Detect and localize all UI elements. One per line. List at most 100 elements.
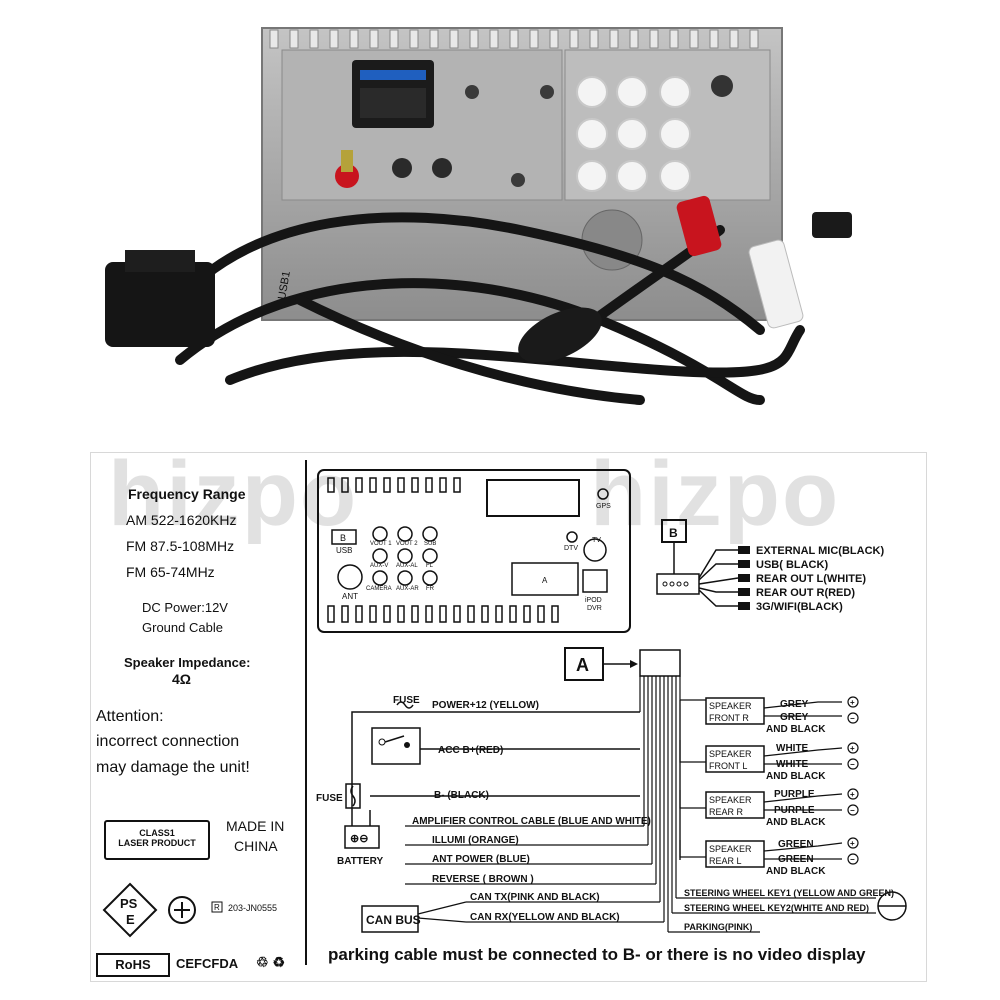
rca-sockets xyxy=(576,76,691,192)
svg-text:PURPLE: PURPLE xyxy=(774,805,815,816)
dc-power: DC Power:12V xyxy=(142,600,228,615)
wiring-diagram-sheet xyxy=(90,452,927,982)
svg-text:+: + xyxy=(850,698,855,707)
svg-text:FUSE: FUSE xyxy=(316,793,343,804)
attention-line-2: incorrect connection xyxy=(96,733,240,750)
parking-label: PARKING(PINK) xyxy=(684,922,752,932)
svg-text:VOUT 2: VOUT 2 xyxy=(396,541,418,547)
registered-r-icon xyxy=(211,901,223,913)
back-panel-outline xyxy=(317,469,631,633)
svg-text:SPEAKER: SPEAKER xyxy=(709,844,752,854)
rohs-badge: RoHS xyxy=(96,953,170,977)
illumi-label: ILLUMI (ORANGE) xyxy=(432,835,519,846)
svg-text:FR: FR xyxy=(426,586,435,592)
made-in-line-1: MADE IN xyxy=(226,818,285,834)
svg-text:203-JN0555: 203-JN0555 xyxy=(228,903,277,913)
attention-label: Attention: xyxy=(96,708,164,725)
amp-control-label: AMPLIFIER CONTROL CABLE (BLUE AND WHITE) xyxy=(412,816,651,827)
svg-text:GREEN: GREEN xyxy=(778,854,814,865)
acc-switch-icon xyxy=(371,727,421,765)
am-range: AM 522-1620KHz xyxy=(126,512,237,528)
tv-socket-icon xyxy=(583,538,607,562)
svg-text:AUX-V: AUX-V xyxy=(370,563,388,569)
class1-laser-badge: CLASS1 LASER PRODUCT xyxy=(104,820,210,860)
gps-socket-icon xyxy=(597,488,609,500)
b-output-usb: USB( BLACK) xyxy=(756,559,828,571)
dtv-socket-icon xyxy=(566,531,578,543)
svg-text:+: + xyxy=(850,839,855,848)
parking-warning: parking cable must be connected to B- or… xyxy=(328,945,866,964)
made-in-line-2: CHINA xyxy=(234,838,278,854)
svg-text:⊕⊖: ⊕⊖ xyxy=(350,833,368,845)
b-output-rear-r: REAR OUT R(RED) xyxy=(756,587,855,599)
svg-text:AND BLACK: AND BLACK xyxy=(766,817,826,828)
reverse-label: REVERSE ( BROWN ) xyxy=(432,874,534,885)
watermark-right: hizpo xyxy=(590,443,841,545)
speaker-impedance-value: 4Ω xyxy=(172,671,192,687)
b-output-rear-l: REAR OUT L(WHITE) xyxy=(756,573,866,585)
gps-antenna xyxy=(518,307,602,363)
frequency-range-title: Frequency Range xyxy=(128,486,246,502)
svg-text:TV: TV xyxy=(592,537,601,544)
a-harness-plug xyxy=(639,649,681,677)
svg-text:−: − xyxy=(850,806,855,815)
svg-text:SUB: SUB xyxy=(424,541,436,547)
speaker-front-r-box xyxy=(705,697,765,725)
svg-text:FUSE: FUSE xyxy=(393,695,420,706)
svg-text:AND BLACK: AND BLACK xyxy=(766,771,826,782)
cooling-fins xyxy=(269,29,759,49)
watermark-left: hizpo xyxy=(108,443,359,545)
telec-mark-icon xyxy=(168,896,196,924)
product-photo: USB1 xyxy=(0,0,1000,445)
ant-power-label: ANT POWER (BLUE) xyxy=(432,854,530,865)
svg-text:FL: FL xyxy=(426,563,434,569)
svg-text:FRONT L: FRONT L xyxy=(709,761,747,771)
svg-text:SPEAKER: SPEAKER xyxy=(709,795,752,805)
acc-wire-label: ACC B+(RED) xyxy=(438,745,503,756)
cable-harness xyxy=(165,212,805,405)
svg-text:AND BLACK: AND BLACK xyxy=(766,866,826,877)
can-bus-box xyxy=(361,905,419,933)
ground-wire-label: B- (BLACK) xyxy=(434,790,489,801)
svg-text:CAMERA: CAMERA xyxy=(366,586,392,592)
svg-text:−: − xyxy=(850,855,855,864)
svg-text:WHITE: WHITE xyxy=(776,759,809,770)
cert-marks: PS E R 203-JN0555 xyxy=(102,882,277,938)
can-tx-label: CAN TX(PINK AND BLACK) xyxy=(470,892,600,903)
svg-text:REAR L: REAR L xyxy=(709,856,742,866)
pse-diamond-icon xyxy=(102,882,158,938)
svg-text:+: + xyxy=(850,790,855,799)
svg-text:DVR: DVR xyxy=(587,605,602,612)
svg-text:+: + xyxy=(850,744,855,753)
svg-text:GREEN: GREEN xyxy=(778,839,814,850)
svg-text:PS: PS xyxy=(120,896,138,911)
ipod-dvr-port xyxy=(582,569,608,593)
svg-text:A: A xyxy=(542,576,548,585)
svg-text:−: − xyxy=(850,714,855,723)
fuse-top-icon xyxy=(396,701,414,709)
svg-text:iPOD: iPOD xyxy=(585,597,602,604)
rca-plug-red xyxy=(676,195,722,257)
power-wire-label: POWER+12 (YELLOW) xyxy=(432,700,539,711)
recycle-icon: ♲ ♻ xyxy=(256,954,285,970)
ce-fcc-fda-marks: CEFCFDA xyxy=(176,956,239,971)
svg-text:AUX-AL: AUX-AL xyxy=(396,563,418,569)
ground-cable: Ground Cable xyxy=(142,620,223,635)
attention-line-3: may damage the unit! xyxy=(96,759,250,776)
sw-key1-label: STEERING WHEEL KEY1 (YELLOW AND GREEN) xyxy=(684,888,894,898)
svg-text:GREY: GREY xyxy=(780,712,809,723)
speaker-impedance-title: Speaker Impedance: xyxy=(124,655,251,670)
b-output-ext-mic: EXTERNAL MIC(BLACK) xyxy=(756,545,884,557)
svg-text:B: B xyxy=(669,526,678,540)
svg-text:R: R xyxy=(214,903,220,912)
svg-text:CAN BUS: CAN BUS xyxy=(366,913,421,927)
speaker-rear-l-box xyxy=(705,840,765,868)
svg-text:A: A xyxy=(576,655,589,675)
can-rx-label: CAN RX(YELLOW AND BLACK) xyxy=(470,912,620,923)
svg-text:E: E xyxy=(126,912,135,927)
svg-text:GPS: GPS xyxy=(596,503,611,510)
svg-text:−: − xyxy=(850,760,855,769)
svg-text:SPEAKER: SPEAKER xyxy=(709,701,752,711)
panel-ant-label: ANT xyxy=(342,592,358,601)
ant-socket-icon xyxy=(337,564,363,590)
